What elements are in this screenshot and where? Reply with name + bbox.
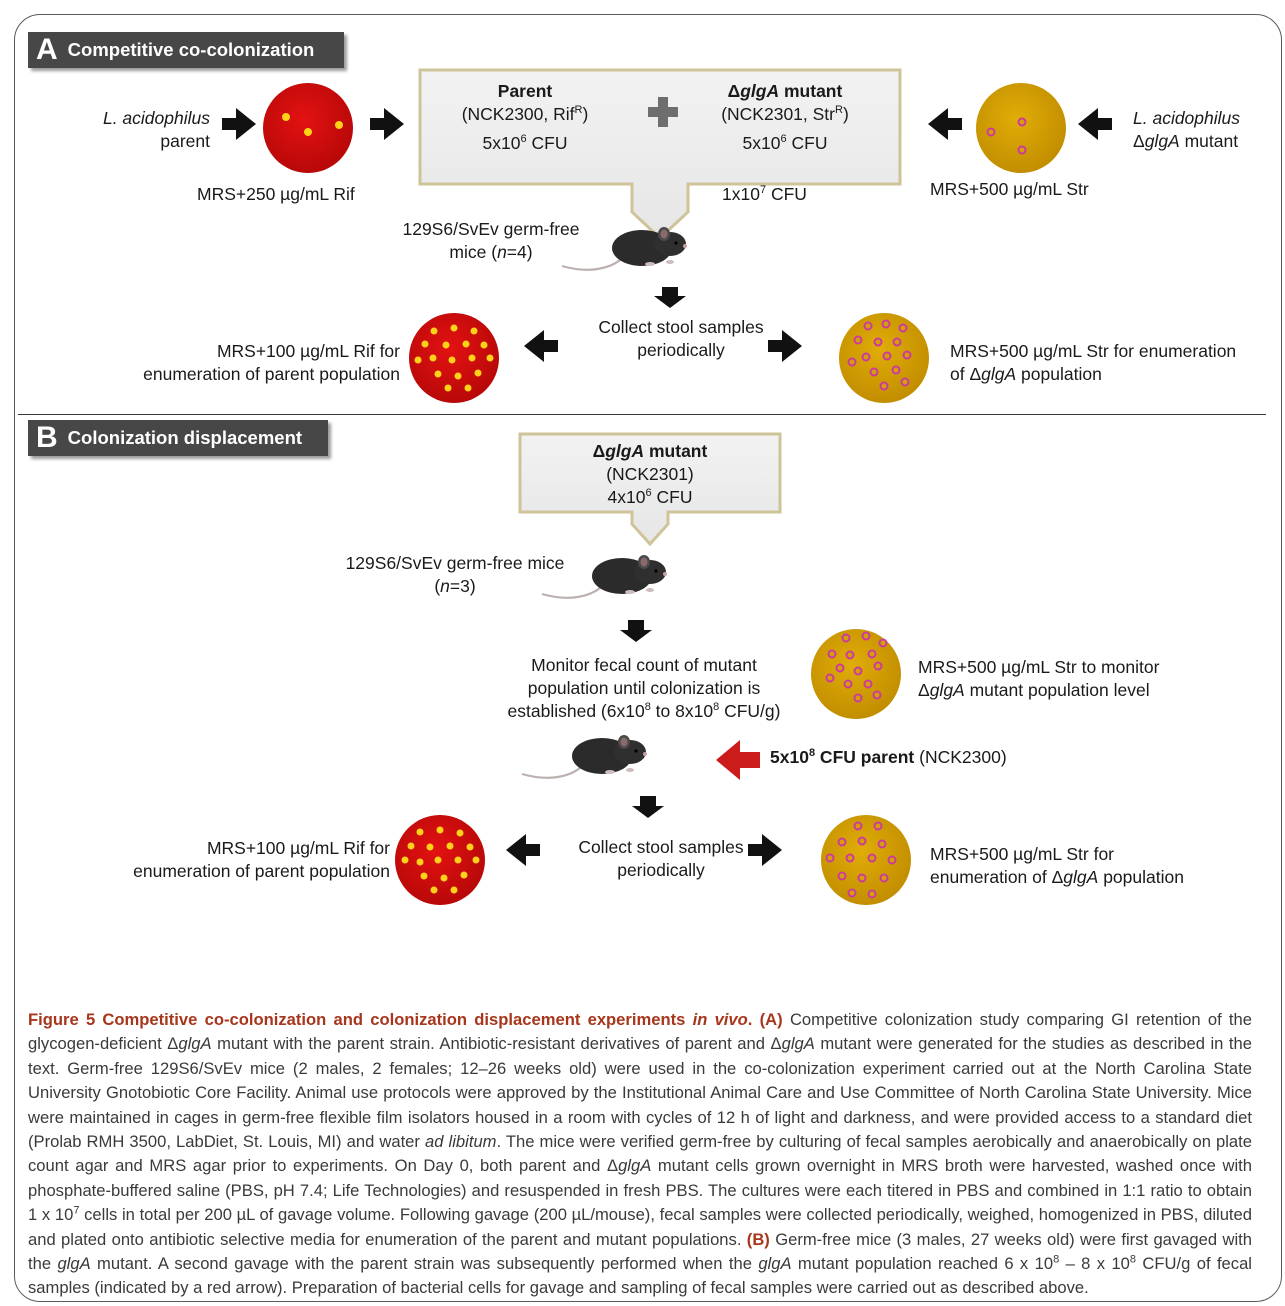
rif-colonies	[282, 113, 343, 136]
str-plate-icon	[976, 83, 1066, 173]
mice-label-b: 129S6/SvEv germ-free mice (n=3)	[345, 553, 565, 596]
right-strain-label: L. acidophilus ΔglgA mutant	[1133, 108, 1241, 151]
input-box-b	[518, 432, 782, 547]
panel-title: Competitive co-colonization	[67, 39, 315, 60]
arrow-left-icon	[506, 834, 540, 866]
str-plate-icon	[821, 815, 911, 905]
box-b: ΔglgA mutant (NCK2301) 4x106 CFU	[592, 441, 708, 507]
mice-label-a: 129S6/SvEv germ-free mice (n=4)	[402, 219, 580, 262]
figure-caption: Figure 5 Competitive co-colonization and…	[28, 1010, 1252, 1298]
mouse-icon	[520, 733, 649, 779]
arrow-right-icon	[748, 834, 782, 866]
enum-right-b: MRS+500 µg/mL Str for enumeration of Δgl…	[930, 844, 1184, 887]
arrow-left-icon	[524, 330, 558, 362]
arrow-down-icon	[632, 796, 664, 818]
monitor-plate-label: MRS+500 µg/mL Str to monitor ΔglgA mutan…	[918, 657, 1160, 700]
panel-b-header: B Colonization displacement	[28, 420, 328, 456]
arrow-icons-a-top	[222, 108, 1112, 140]
arrow-down-icon	[620, 620, 652, 642]
arrow-left-icon	[928, 108, 962, 140]
arrow-right-icon	[222, 108, 256, 140]
panel-letter: A	[36, 33, 58, 66]
panel-title: Colonization displacement	[67, 427, 303, 448]
total-cfu-label: 1x107 CFU	[722, 184, 807, 204]
plus-icon	[648, 97, 678, 127]
box-parent: Parent (NCK2300, RifR) 5x106 CFU	[461, 81, 589, 153]
arrow-down-icon	[654, 287, 686, 308]
panel-divider	[18, 414, 1266, 415]
arrow-left-icon	[1078, 108, 1112, 140]
str-colonies	[986, 117, 1027, 155]
arrow-right-icon	[768, 330, 802, 362]
input-box-a	[418, 68, 902, 241]
panel-letter: B	[36, 421, 58, 454]
right-plate-label: MRS+500 µg/mL Str	[930, 179, 1089, 199]
left-plate-label: MRS+250 µg/mL Rif	[197, 184, 355, 204]
figure-frame	[14, 14, 1282, 1302]
box-mutant: ΔglgA mutant (NCK2301, StrR) 5x106 CFU	[721, 81, 849, 153]
monitor-label: Monitor fecal count of mutant population…	[507, 655, 781, 721]
arrow-right-icon	[370, 108, 404, 140]
panel-a-header: A Competitive co-colonization	[28, 32, 344, 68]
red-arrow-icon	[716, 740, 760, 780]
challenge-label: 5x108 CFU parent (NCK2300)	[770, 747, 1007, 767]
enum-right-a: MRS+500 µg/mL Str for enumeration of Δgl…	[950, 341, 1237, 384]
